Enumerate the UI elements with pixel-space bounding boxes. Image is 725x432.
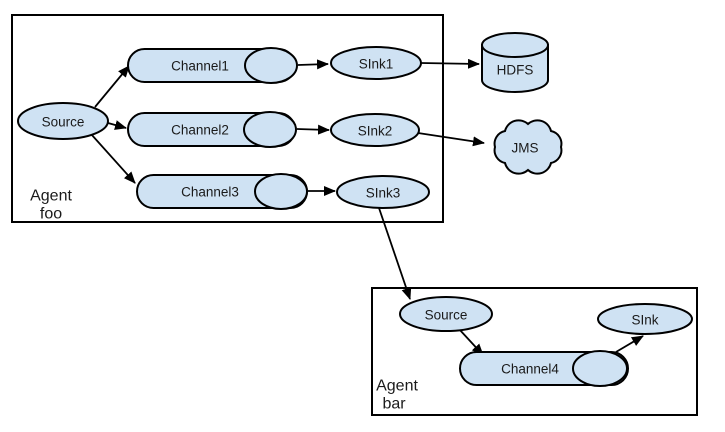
- arrow-channel1-to-sink1: [297, 59, 329, 70]
- jms-cloud-shape: [493, 119, 563, 175]
- sink3-label: SInk3: [366, 186, 401, 201]
- jms-label: JMS: [512, 141, 539, 156]
- channel2-end-ellipse: [243, 111, 297, 148]
- sink1-shape: [330, 46, 422, 80]
- channel1-label: Channel1: [171, 59, 229, 74]
- sink2-label: SInk2: [358, 124, 393, 139]
- arrow-sink2-to-jms: [417, 132, 485, 147]
- channel3-label: Channel3: [181, 185, 239, 200]
- sink2-shape: [330, 113, 420, 147]
- agent-foo-label-line1: Agent: [30, 188, 72, 205]
- channel4-label: Channel4: [501, 362, 559, 377]
- hdfs-database-icon: HDFS: [481, 32, 549, 93]
- sink1-label: SInk1: [359, 57, 394, 72]
- sink2-node: SInk2: [330, 113, 420, 147]
- agent-foo-box: [11, 14, 444, 223]
- sink-bar-node: SInk: [597, 303, 693, 335]
- arrow-source-foo-to-channel3: [90, 133, 136, 184]
- source-foo-shape: [17, 102, 109, 140]
- channel3-node: Channel3: [136, 173, 308, 210]
- arrow-sink3-to-source-bar: [378, 207, 412, 300]
- channel1-end-ellipse: [244, 47, 298, 84]
- channel4-node: Channel4: [459, 350, 629, 387]
- hdfs-label: HDFS: [497, 63, 534, 78]
- arrow-channel4-to-sink-bar: [615, 335, 644, 353]
- channel1-node: Channel1: [127, 47, 298, 84]
- sink3-node: SInk3: [336, 175, 430, 209]
- sink1-node: SInk1: [330, 46, 422, 80]
- source-bar-label: Source: [425, 308, 468, 323]
- agent-bar-label-line1: Agent: [376, 378, 418, 395]
- channel4-end-ellipse: [572, 350, 628, 387]
- channel2-label: Channel2: [171, 123, 229, 138]
- hdfs-cylinder-top: [481, 32, 549, 58]
- sink3-shape: [336, 175, 430, 209]
- sink-bar-shape: [597, 303, 693, 335]
- agent-foo-label-line2: foo: [40, 206, 62, 223]
- agent-bar-box: [371, 287, 698, 416]
- source-bar-shape: [399, 296, 493, 332]
- sink-bar-label: SInk: [631, 313, 658, 328]
- jms-cloud-icon: JMS: [493, 119, 563, 175]
- source-foo-label: Source: [42, 115, 85, 130]
- arrow-channel2-to-sink2: [296, 124, 330, 135]
- hdfs-cylinder-body: [481, 44, 549, 93]
- channel2-node: Channel2: [127, 111, 297, 148]
- arrow-source-foo-to-channel1: [94, 65, 130, 108]
- arrow-source-bar-to-channel4: [458, 328, 484, 356]
- channel3-end-ellipse: [254, 173, 308, 210]
- source-bar-node: Source: [399, 296, 493, 332]
- arrow-source-foo-to-channel2: [107, 120, 127, 130]
- agent-bar-label-line2: bar: [382, 396, 406, 413]
- arrow-sink1-to-hdfs: [420, 58, 480, 69]
- source-foo-node: Source: [17, 102, 109, 140]
